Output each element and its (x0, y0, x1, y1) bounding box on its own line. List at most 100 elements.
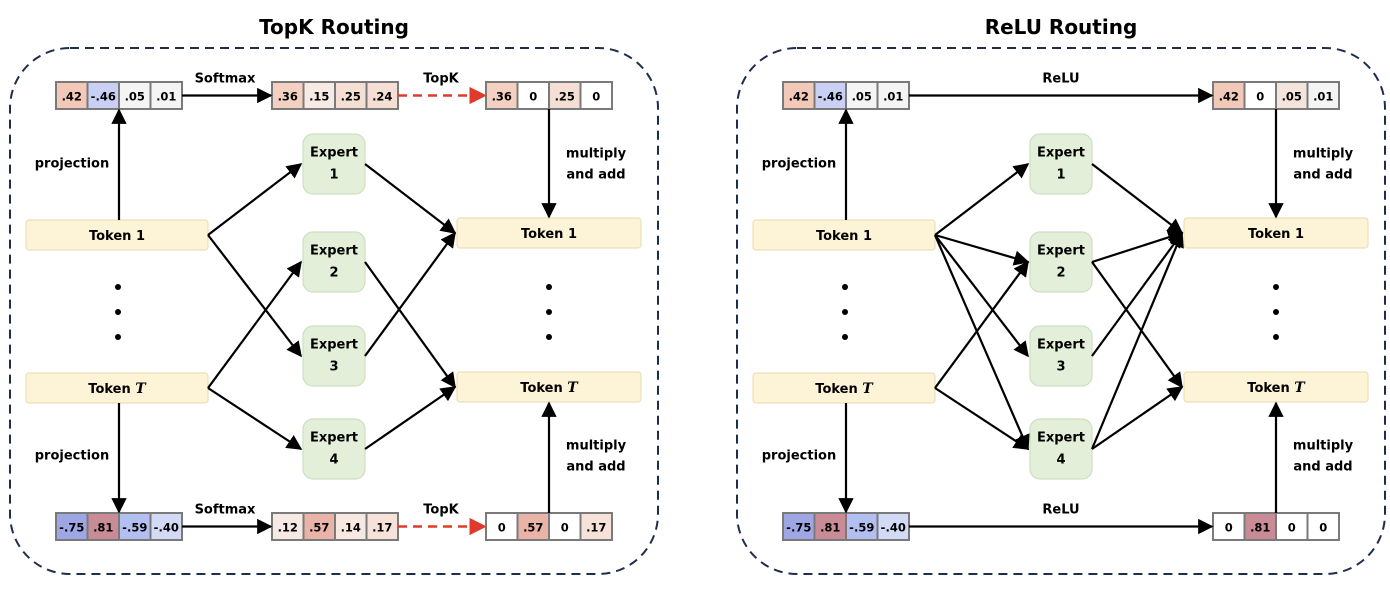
vector-cell (813, 512, 847, 541)
vector-cell-value: .25 (341, 90, 361, 104)
relu-route-in-t2-e2 (934, 260, 1029, 389)
relu-output-token-t-label: Token T (1247, 380, 1306, 396)
topk-projection-label-bottom: projection (35, 449, 109, 464)
vector-cell (845, 512, 879, 541)
topk-route-out-e1-t1 (364, 163, 457, 234)
vector-cell (485, 81, 519, 110)
vector-cell (579, 81, 613, 110)
topk-input-ellipsis-dot (115, 309, 121, 315)
vector-cell-value: .42 (1219, 90, 1239, 104)
vector-cell-value: .25 (555, 90, 575, 104)
vector-cell (516, 512, 550, 541)
topk-expert-4 (302, 418, 366, 480)
vector-cell-value: -.59 (849, 521, 874, 535)
panel-title-relu: ReLU Routing (985, 15, 1138, 39)
vector-cell-value: .81 (820, 521, 840, 535)
panel-title-topk: TopK Routing (259, 15, 409, 39)
vector-cell (516, 81, 550, 110)
topk-expert-4-number: 4 (329, 453, 338, 468)
vector-cell (1212, 81, 1246, 110)
relu-expert-1-label: Expert (1037, 146, 1085, 161)
topk-softmax-label-top: Softmax (195, 72, 256, 87)
vector-cell-value: .05 (852, 90, 872, 104)
relu-multiply-label-top-line2: and add (1293, 168, 1352, 183)
relu-top-logits: .42-.46.05.01 (782, 81, 910, 110)
relu-projection-label-top: projection (762, 157, 836, 172)
vector-cell-value: 0 (1288, 521, 1296, 535)
vector-cell-value: 0 (529, 90, 537, 104)
topk-topk-label-bottom: TopK (423, 503, 459, 518)
vector-cell (1275, 81, 1309, 110)
topk-output-ellipsis-dot (546, 334, 552, 340)
relu-input-token-1-label: Token 1 (816, 229, 872, 244)
vector-cell (782, 512, 816, 541)
topk-multiply-label-bottom-line1: multiply (566, 439, 627, 454)
topk-output-ellipsis-dot (546, 309, 552, 315)
relu-output-ellipsis-dot (1273, 334, 1279, 340)
vector-cell (86, 81, 120, 110)
topk-expert-3-label: Expert (310, 338, 358, 353)
relu-output-token-1-label: Token 1 (1248, 227, 1304, 242)
vector-cell (118, 512, 152, 541)
relu-route-out-e2-t1 (1091, 229, 1184, 264)
relu-projection-label-bottom: projection (762, 449, 836, 464)
relu-input-ellipsis-dot (842, 284, 848, 290)
vector-cell-value: .81 (1250, 521, 1270, 535)
relu-multiply-label-bottom-line2: and add (1293, 460, 1352, 475)
vector-cell-value: .01 (1313, 90, 1333, 104)
vector-cell-value: .36 (278, 90, 298, 104)
vector-cell-value: .42 (62, 90, 82, 104)
relu-route-in-t1-e4 (933, 234, 1030, 451)
vector-cell-value: 0 (1256, 90, 1264, 104)
vector-cell-value: .17 (372, 521, 392, 535)
topk-route-out-e3-t1 (364, 231, 456, 357)
vector-cell-value: .12 (278, 521, 298, 535)
relu-input-ellipsis-dot (842, 334, 848, 340)
vector-cell (55, 512, 89, 541)
relu-route-in-t1-e1 (934, 163, 1030, 236)
topk-output-token-t-label: Token T (520, 380, 579, 396)
vector-cell (548, 512, 582, 541)
vector-cell (876, 512, 910, 541)
relu-route-in-t1-e2 (934, 233, 1030, 266)
vector-cell-value: 0 (592, 90, 600, 104)
topk-softmax-label-bottom: Softmax (195, 503, 256, 518)
vector-cell-value: 0 (498, 521, 506, 535)
relu-multiply-label-bottom-line1: multiply (1293, 439, 1354, 454)
vector-cell-value: .17 (586, 521, 606, 535)
topk-expert-4-label: Expert (310, 431, 358, 446)
topk-route-in-t1-e1 (207, 163, 303, 236)
topk-expert-3-number: 3 (329, 360, 338, 375)
vector-cell-value: .57 (523, 521, 543, 535)
relu-input-token-t-label: Token T (815, 381, 874, 397)
relu-expert-1-number: 1 (1056, 168, 1065, 183)
topk-expert-2 (302, 231, 366, 293)
relu-relu-label-top: ReLU (1042, 72, 1079, 87)
panel-frame-topk (9, 47, 659, 575)
topk-expert-1 (302, 133, 366, 195)
topk-projection-label-top: projection (35, 157, 109, 172)
vector-cell (1212, 512, 1246, 541)
vector-cell-value: .36 (492, 90, 512, 104)
vector-cell (579, 512, 613, 541)
topk-expert-1-label: Expert (310, 146, 358, 161)
vector-cell (334, 512, 368, 541)
relu-output-ellipsis-dot (1273, 309, 1279, 315)
topk-top-logits: .42-.46.05.01 (55, 81, 183, 110)
relu-route-in-t2-e4 (934, 387, 1030, 450)
vector-cell-value: .24 (372, 90, 392, 104)
relu-route-out-e1-t1 (1091, 163, 1184, 234)
topk-expert-2-number: 2 (329, 266, 338, 281)
relu-expert-3-label: Expert (1037, 338, 1085, 353)
topk-route-in-t1-e3 (207, 234, 302, 358)
topk-route-in-t2-e2 (207, 260, 302, 389)
topk-input-token-1-label: Token 1 (89, 229, 145, 244)
topk-multiply-label-top-line2: and add (566, 168, 625, 183)
topk-multiply-label-bottom-line2: and add (566, 460, 625, 475)
topk-expert-3 (302, 325, 366, 387)
topk-multiply-label-top-line1: multiply (566, 147, 627, 162)
vector-cell (365, 81, 399, 110)
